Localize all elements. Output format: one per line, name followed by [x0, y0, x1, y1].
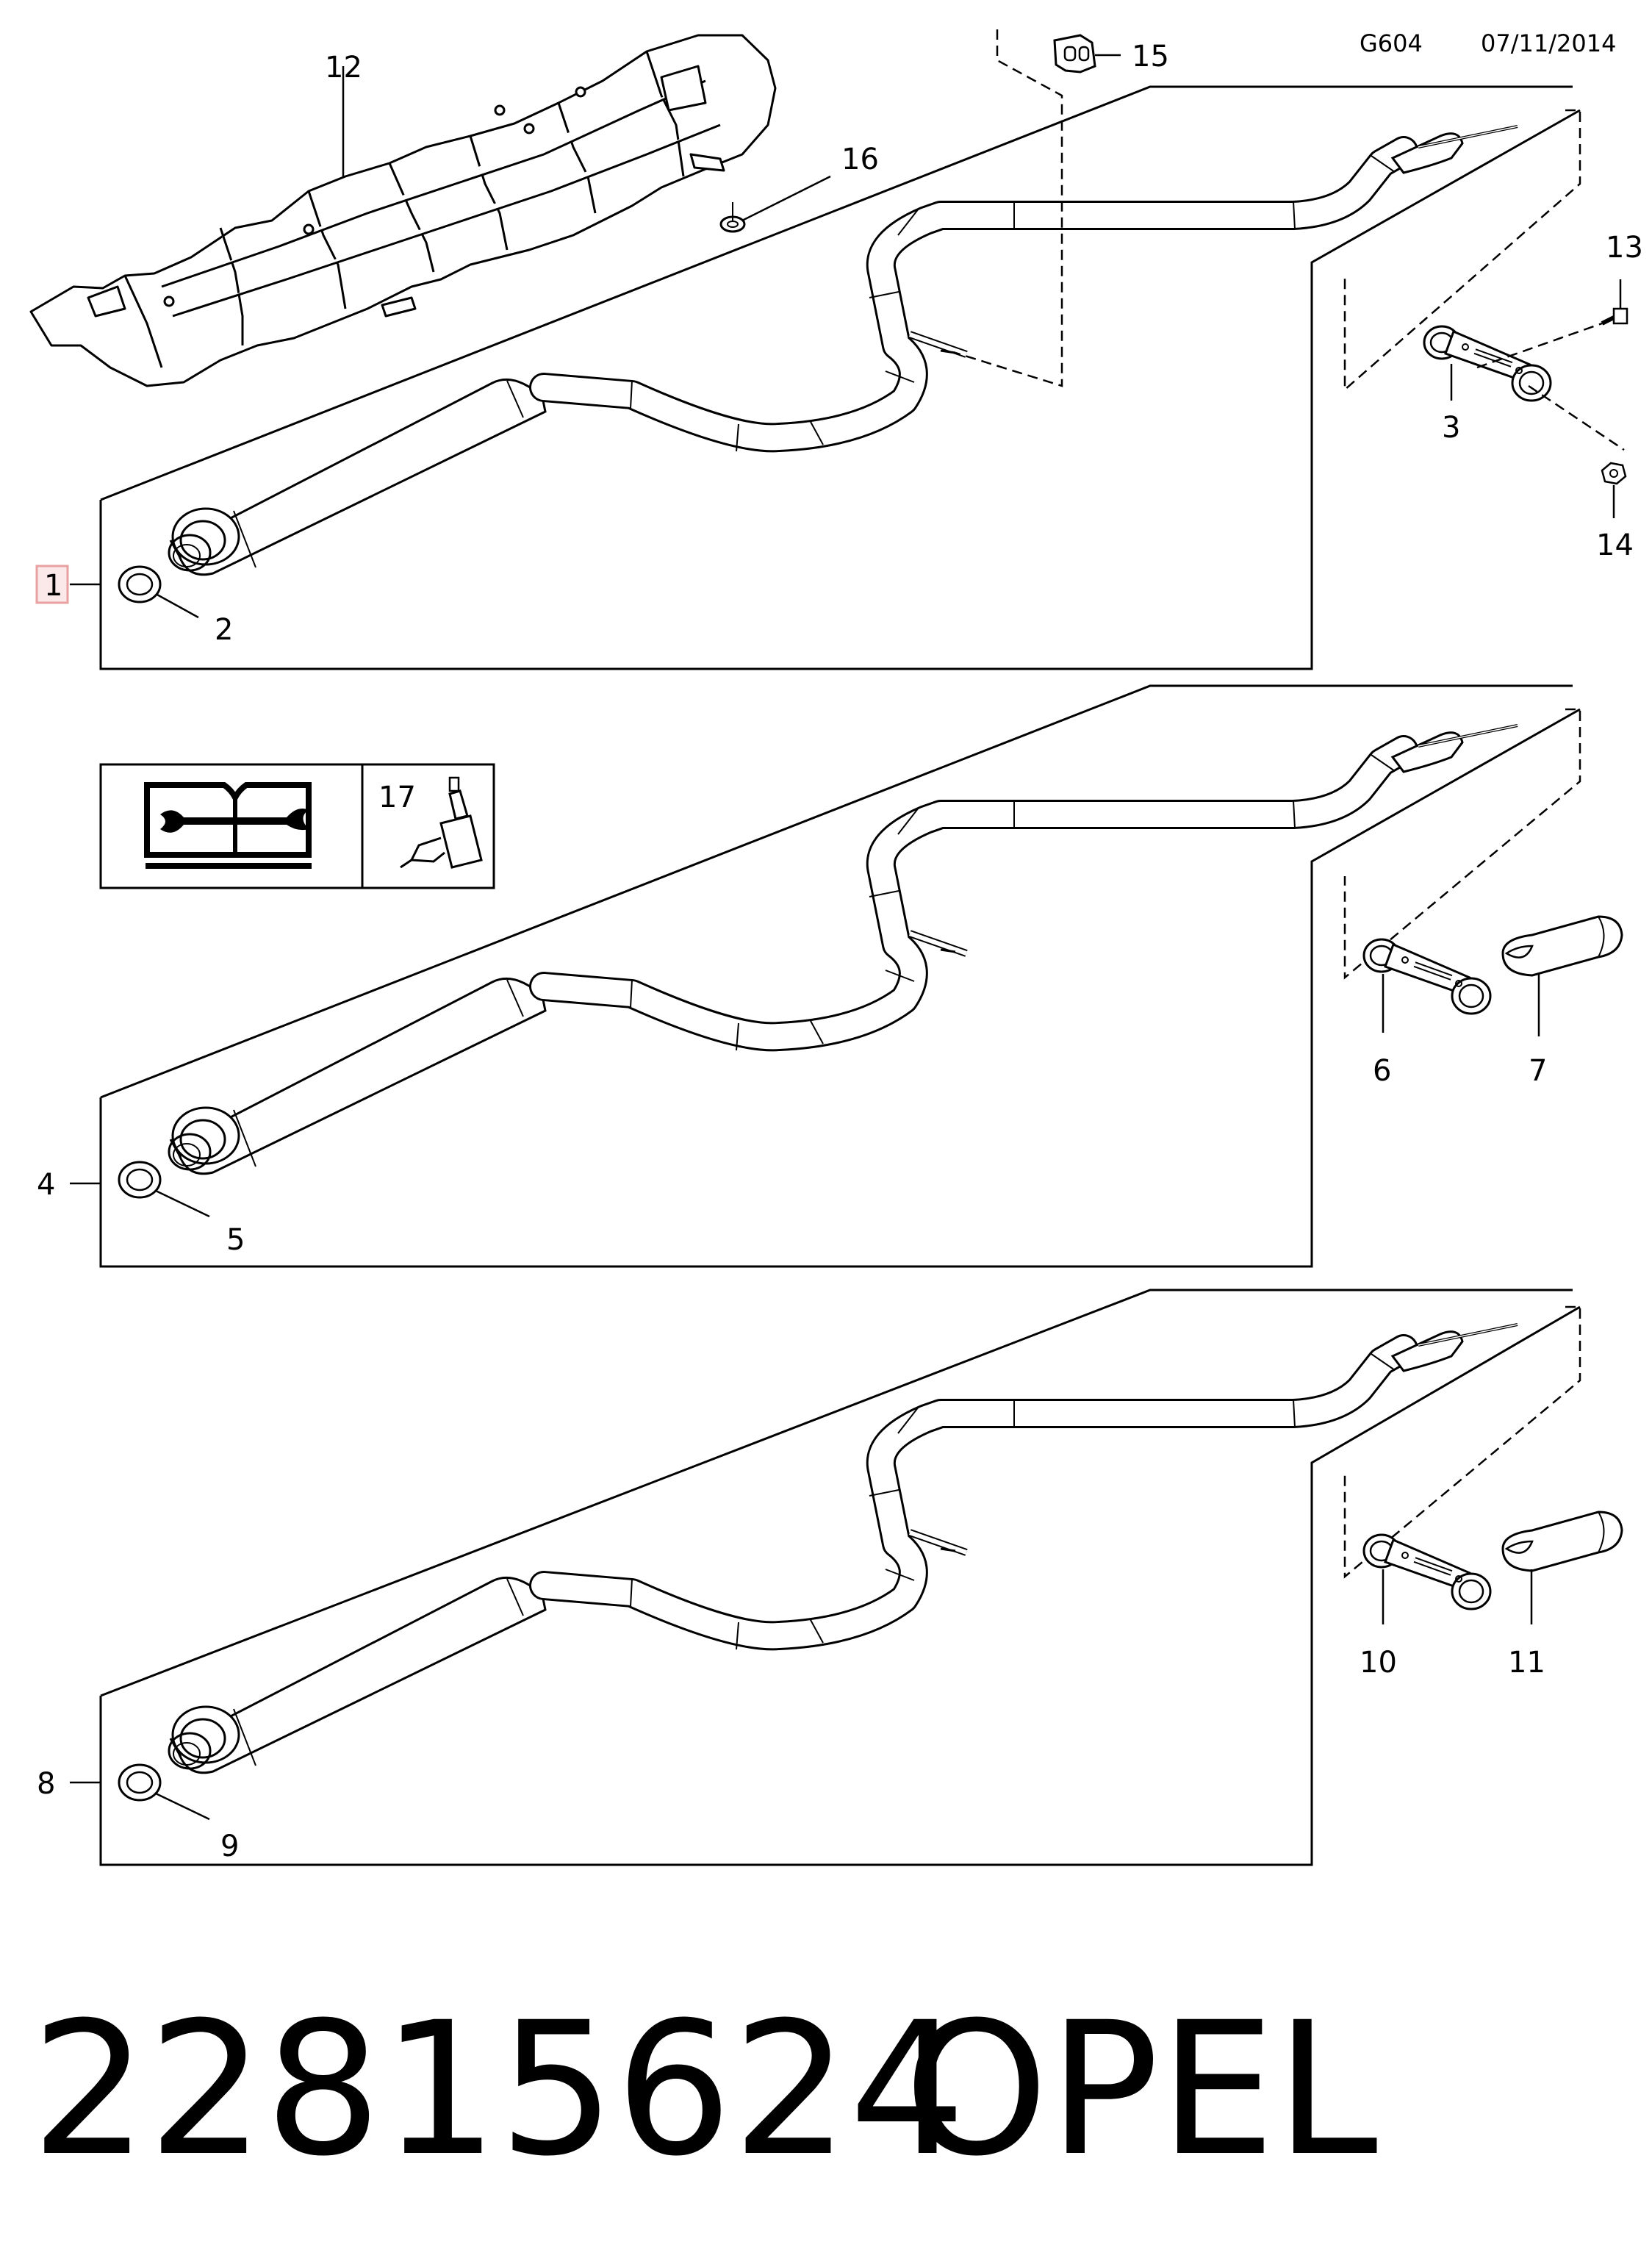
sealant-bottle-icon	[400, 776, 483, 869]
callout-9: 9	[220, 1830, 239, 1863]
callout-15: 15	[1132, 40, 1169, 74]
callout-12: 12	[325, 51, 362, 85]
diagram-date: 07/11/2014	[1481, 29, 1616, 57]
callout-16: 16	[841, 143, 879, 176]
callout-10: 10	[1360, 1646, 1397, 1680]
callout-7: 7	[1529, 1054, 1547, 1088]
callout-1: 1	[44, 569, 62, 603]
bracket-illustration-3	[1424, 326, 1551, 401]
callout-14: 14	[1596, 528, 1634, 562]
service-info-box: 17	[99, 763, 495, 889]
workshop-manual-icon	[144, 782, 312, 869]
rubber-hanger-illustration	[1053, 34, 1096, 74]
exhaust-assembly-1	[99, 29, 1581, 670]
grommet-illustration	[719, 202, 746, 233]
callout-8: 8	[37, 1767, 55, 1801]
part-number: 22815624	[31, 1982, 966, 2196]
bolt-illustration	[1601, 307, 1628, 326]
callout-5: 5	[226, 1223, 245, 1257]
exhaust-assembly-4	[99, 684, 1581, 1268]
callout-3: 3	[1442, 411, 1460, 445]
callout-11: 11	[1508, 1646, 1545, 1680]
tailpipe-illustration-7	[1501, 915, 1623, 977]
callout-13: 13	[1606, 231, 1643, 265]
callout-2: 2	[215, 613, 233, 647]
nut-illustration	[1601, 462, 1627, 485]
callout-4: 4	[37, 1168, 55, 1202]
callout-6: 6	[1373, 1054, 1391, 1088]
heat-shield-illustration	[29, 34, 777, 387]
exhaust-assembly-8	[99, 1289, 1581, 1866]
diagram-code: G604	[1360, 29, 1423, 57]
callout-1-highlight	[35, 565, 69, 604]
tailpipe-illustration-11	[1501, 1511, 1623, 1572]
brand-name: OPEL	[904, 1982, 1378, 2196]
callout-17: 17	[378, 781, 416, 814]
